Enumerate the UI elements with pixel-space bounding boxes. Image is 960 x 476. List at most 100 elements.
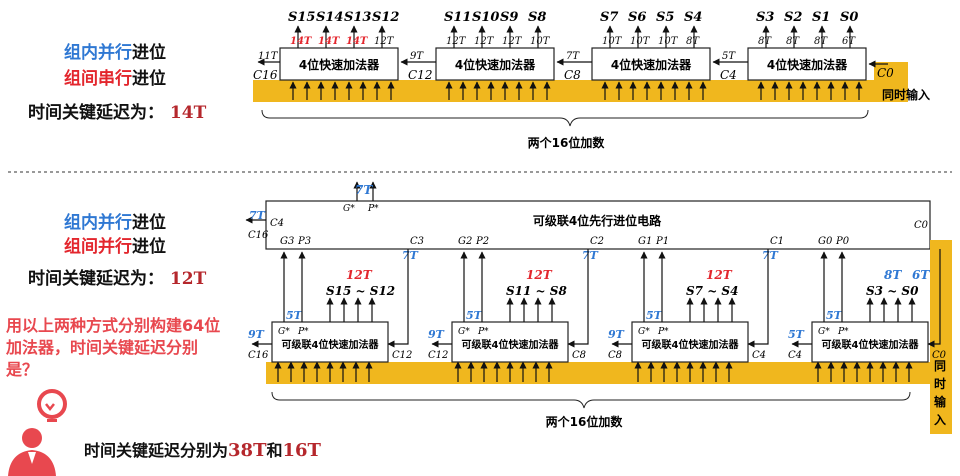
top-sum-label-1-3: S8 <box>528 10 546 25</box>
group-c3-time: 7T <box>402 249 419 262</box>
carry-out-3: C4 <box>788 350 802 361</box>
cascade-adder-label-1: 可级联4位快速加法器 <box>462 338 560 351</box>
bottom-input-bus <box>266 362 938 384</box>
top-delay: 时间关键延迟为： 14T <box>28 103 207 123</box>
group-p1: P1 <box>655 236 669 247</box>
cascade-adder-box-2 <box>631 321 749 363</box>
top-input-bus-end <box>874 62 908 102</box>
top-carry-c4: C4 <box>720 68 737 82</box>
top-carry-time-1: 7T <box>566 51 580 62</box>
top-input-label: 两个16位加数 <box>528 135 606 150</box>
sum-time-1: 12T <box>526 268 553 282</box>
top-sum-label-2-2: S5 <box>656 10 674 25</box>
adder-box-top-1 <box>591 47 711 81</box>
bottom-input-label: 两个16位加数 <box>546 414 624 429</box>
adder-label-top-1: 4位快速加法器 <box>611 57 692 72</box>
top-sum-label-0-2: S13 <box>344 10 371 25</box>
gp-top-time: 7T <box>355 183 373 197</box>
top-sum-time-0-2: 14T <box>346 36 369 47</box>
group-g0: G0 <box>818 236 833 247</box>
carry-time-1: 9T <box>428 328 445 341</box>
top-sum-time-1-1: 12T <box>474 36 495 47</box>
adder-pstar-2: P* <box>657 327 669 337</box>
top-carry-c16: C16 <box>253 68 278 82</box>
cla-c0-label: C0 <box>914 220 929 231</box>
bottom-wires <box>251 249 941 348</box>
top-simul-input: 同时输入 <box>882 87 930 102</box>
cascade-adder-label-0: 可级联4位快速加法器 <box>282 338 380 351</box>
carry-time-3: 5T <box>788 328 805 341</box>
top-sum-time-2-1: 10T <box>630 36 651 47</box>
top-sum-label-3-0: S3 <box>756 10 774 25</box>
sum-time-2: 12T <box>706 268 733 282</box>
carry-in-3: C0 <box>932 350 947 361</box>
sum-range-1: S11 ~ S8 <box>506 284 567 298</box>
gp-time-0: 5T <box>286 309 303 322</box>
top-sum-time-3-3: 6T <box>842 36 856 47</box>
answer-line: 时间关键延迟分别为38T和16T <box>84 440 321 461</box>
group-c3: C3 <box>410 236 424 247</box>
adder-pstar-1: P* <box>477 327 489 337</box>
simul-char-2: 输 <box>934 394 947 409</box>
sum-time-3: 8T <box>884 268 902 282</box>
carry-in-wire-2 <box>747 249 769 348</box>
adder-box-top-2 <box>435 47 555 81</box>
cla-c4-label: C4 <box>270 218 284 229</box>
carry-out-0: C16 <box>248 350 269 361</box>
top-sum-time-2-2: 10T <box>658 36 679 47</box>
top-carry-time-3: 11T <box>258 51 279 62</box>
adder-pstar-3: P* <box>837 327 849 337</box>
adder-gstar-0: G* <box>278 327 290 337</box>
top-bus-arrows <box>289 81 863 100</box>
carry-in-1: C8 <box>572 350 586 361</box>
adder-label-top-3: 4位快速加法器 <box>299 57 380 72</box>
group-g3: G3 <box>280 236 294 247</box>
top-sum-label-0-3: S12 <box>372 10 399 25</box>
carry-in-wire-0 <box>387 249 409 348</box>
top-sum-time-0-0: 14T <box>290 36 313 47</box>
top-sum-label-3-1: S2 <box>784 10 802 25</box>
sum-range-2: S7 ~ S4 <box>686 284 738 298</box>
top-sum-label-2-3: S4 <box>684 10 702 25</box>
top-sum-label-1-0: S11 <box>444 10 471 25</box>
group-c1-time: 7T <box>762 249 779 262</box>
adder-box-top-0 <box>747 47 867 81</box>
top-carry-time-2: 9T <box>410 51 424 62</box>
top-sum-label-0-1: S14 <box>316 10 343 25</box>
sum-range-3: S3 ~ S0 <box>866 284 919 298</box>
adder-label-top-0: 4位快速加法器 <box>767 57 848 72</box>
carry-time-0: 9T <box>248 328 265 341</box>
group-p2: P2 <box>475 236 489 247</box>
bottom-mode-line1: 组内并行进位 <box>64 213 166 233</box>
sum-time-extra: 6T <box>912 268 930 282</box>
sum-time-0: 12T <box>346 268 373 282</box>
question-text: 用以上两种方式分别构建64位加法器，时间关键延迟分别是？ <box>6 316 221 379</box>
cla-box <box>265 200 931 250</box>
group-p3: P3 <box>297 236 311 247</box>
group-g2: G2 <box>458 236 472 247</box>
top-sum-label-1-1: S10 <box>472 10 499 25</box>
bottom-mode-line2: 组间并行进位 <box>64 237 166 257</box>
cascade-adder-label-2: 可级联4位快速加法器 <box>642 338 740 351</box>
top-sum-label-3-2: S1 <box>812 10 830 25</box>
carry-time-2: 9T <box>608 328 625 341</box>
group-c2-time: 7T <box>582 249 599 262</box>
top-carry-c12: C12 <box>408 68 432 82</box>
bottom-bus-arrows <box>274 361 913 382</box>
top-sum-label-2-0: S7 <box>600 10 618 25</box>
top-sum-time-1-0: 12T <box>446 36 467 47</box>
cascade-adder-label-3: 可级联4位快速加法器 <box>822 338 920 351</box>
sum-range-0: S15 ~ S12 <box>326 284 395 298</box>
top-mode-line1: 组内并行进位 <box>64 43 166 63</box>
carry-in-wire-3 <box>927 249 941 348</box>
simul-char-0: 同 <box>934 359 946 373</box>
top-sum-time-2-0: 10T <box>602 36 623 47</box>
gp-time-2: 5T <box>646 309 663 322</box>
adder-gstar-2: G* <box>638 327 650 337</box>
cla-label: 可级联4位先行进位电路 <box>533 213 662 228</box>
group-c2: C2 <box>590 236 604 247</box>
